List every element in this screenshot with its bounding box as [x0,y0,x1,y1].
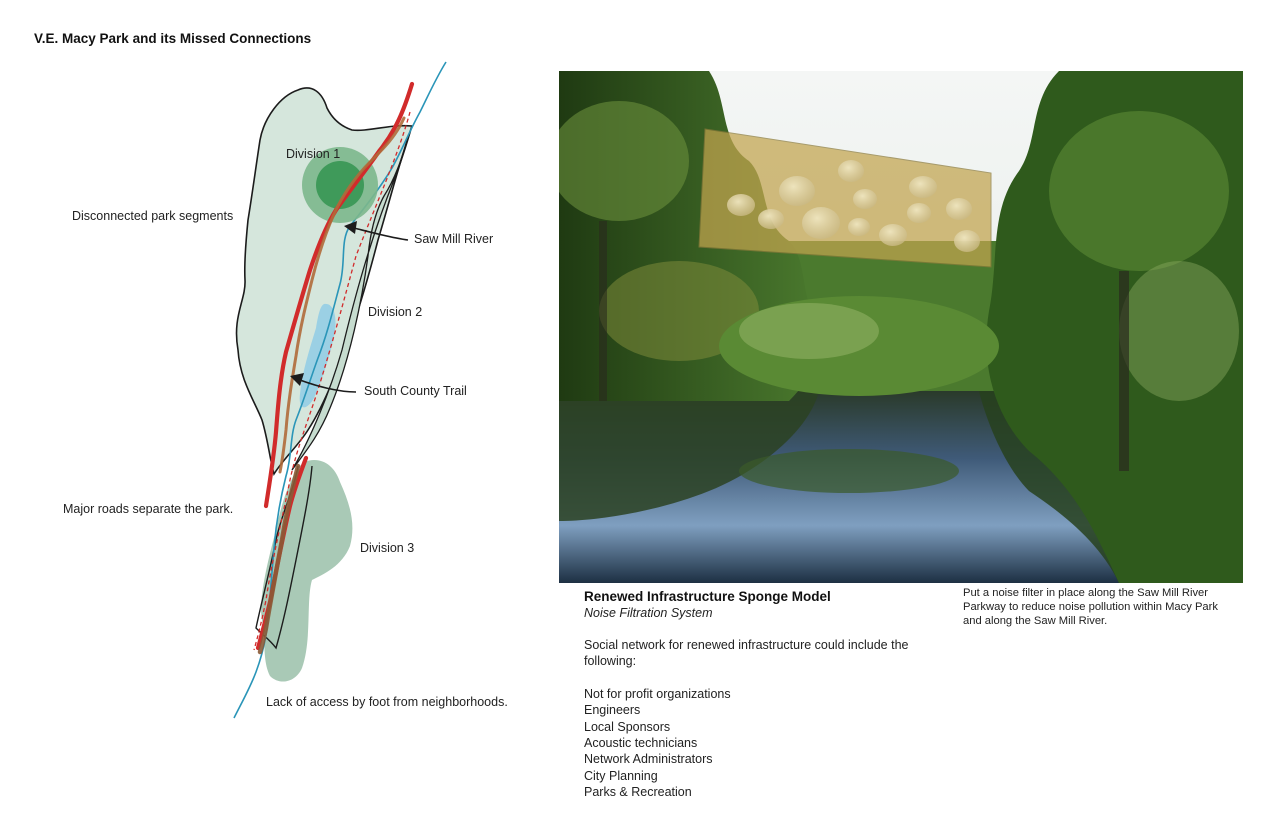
river-photo [559,71,1243,583]
arrow-saw-mill-river [353,227,409,241]
park-segment-south [261,460,353,682]
foliage-right-light [1119,261,1239,401]
filter-bubble [853,189,877,209]
park-map: Division 1 Disconnected park segments Sa… [63,61,508,719]
shrubs-mid-light [739,303,879,359]
list-item: Parks & Recreation [584,785,692,800]
trunk-left [599,221,607,401]
trunk-right [1119,271,1129,471]
filter-bubble [848,218,870,236]
arrow-south-county-trail [299,379,357,393]
focus-circle-inner [316,161,364,209]
label-lack-of-access: Lack of access by foot from neighborhood… [266,695,508,709]
page-title: V.E. Macy Park and its Missed Connection… [34,31,312,46]
list-item: Acoustic technicians [584,736,698,751]
stakeholder-list: Not for profit organizations Engineers L… [584,686,914,801]
filter-bubble [907,203,931,223]
list-item: Engineers [584,703,641,718]
list-item: Local Sponsors [584,719,671,734]
trail-north [278,116,406,474]
foliage-right-highlight [1049,111,1229,271]
park-east-bank [291,125,413,471]
caption: Renewed Infrastructure Sponge Model Nois… [584,589,914,801]
reflection-left [559,391,819,521]
arrowhead-south-county-trail [290,373,304,386]
foliage-left-autumn [599,261,759,361]
label-division-2: Division 2 [368,305,422,319]
side-note: Put a noise filter in place along the Sa… [963,587,1218,628]
foliage-left-highlight [559,101,689,221]
trail-south [257,463,301,655]
label-division-1: Division 1 [286,147,340,161]
list-item: Not for profit organizations [584,686,731,701]
filter-bubble [758,209,784,229]
filter-bubble [779,176,815,206]
caption-title: Renewed Infrastructure Sponge Model [584,589,831,604]
filter-bubble [879,224,907,246]
park-outline-south [255,465,313,650]
label-disconnected: Disconnected park segments [72,209,233,223]
noise-filter-panel [698,128,992,268]
reflection-shrubs [739,449,959,493]
label-major-roads: Major roads separate the park. [63,502,233,516]
list-item: Network Administrators [584,752,713,767]
label-saw-mill-river: Saw Mill River [414,232,493,246]
caption-subtitle: Noise Filtration System [584,606,713,620]
caption-intro: Social network for renewed infrastructur… [584,638,909,669]
pond [299,303,336,408]
dashed-path [253,111,411,651]
filter-bubble [727,194,755,216]
label-south-county-trail: South County Trail [364,384,467,398]
filter-bubble [909,176,937,198]
filter-bubble [946,198,972,220]
list-item: City Planning [584,768,658,783]
filter-bubble [838,160,864,182]
arrowhead-saw-mill-river [344,221,357,234]
filter-bubble [954,230,980,252]
filter-bubble [802,207,840,239]
label-division-3: Division 3 [360,541,414,555]
